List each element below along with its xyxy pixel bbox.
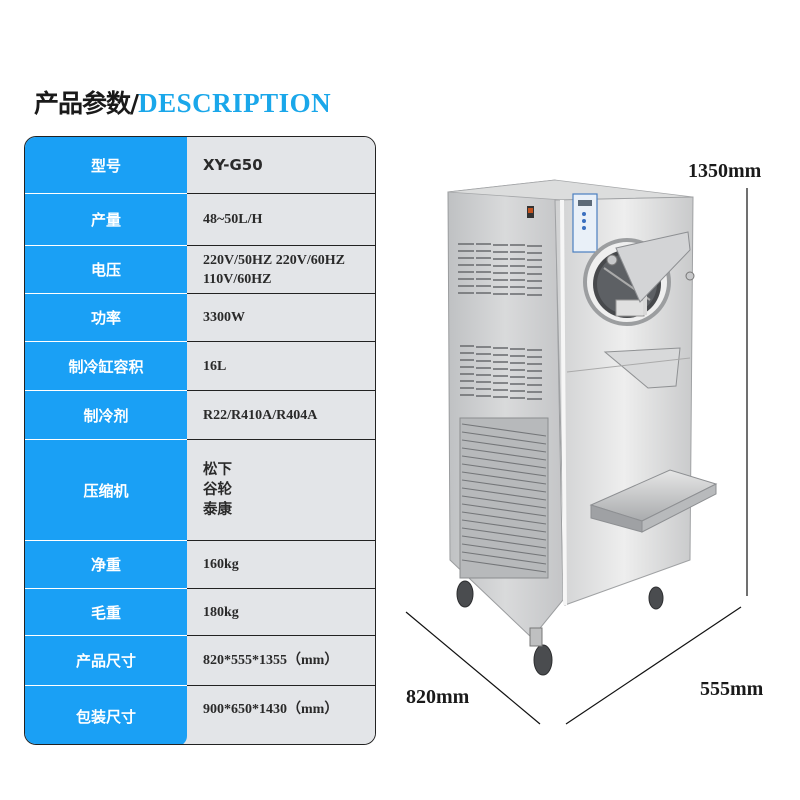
spec-row-net-weight: 净重 160kg xyxy=(25,540,375,588)
spec-value-line: 180kg xyxy=(203,604,239,620)
spec-value-line: 220V/50HZ 220V/60HZ xyxy=(203,252,345,268)
spec-row-cylinder-volume: 制冷缸容积 16L xyxy=(25,341,375,390)
spec-value: 16L xyxy=(187,341,375,390)
spec-label: 型号 xyxy=(25,137,187,193)
dimension-depth: 555mm xyxy=(700,678,764,700)
spec-value-line: 16L xyxy=(203,358,227,374)
spec-label: 产品尺寸 xyxy=(25,635,187,685)
spec-label: 产量 xyxy=(25,193,187,245)
page-title: 产品参数/ DESCRIPTION xyxy=(34,84,331,124)
depth-dimension-line xyxy=(565,606,742,725)
spec-value-line: XY-G50 xyxy=(203,155,263,174)
spec-value: 160kg xyxy=(187,540,375,588)
spec-value: 松下 谷轮 泰康 xyxy=(187,439,375,540)
spec-label: 制冷剂 xyxy=(25,390,187,439)
spec-label: 制冷缸容积 xyxy=(25,341,187,390)
spec-value-line: 3300W xyxy=(203,310,245,325)
control-panel-display xyxy=(572,193,598,253)
spec-row-output: 产量 48~50L/H xyxy=(25,193,375,245)
page-title-cn: 产品参数/ xyxy=(34,89,139,118)
freezing-cylinder-door xyxy=(583,231,695,326)
drip-tray xyxy=(589,469,718,533)
spec-row-compressor: 压缩机 松下 谷轮 泰康 xyxy=(25,439,375,540)
spec-label: 功率 xyxy=(25,293,187,341)
spec-value: XY-G50 xyxy=(187,137,375,193)
spec-value: 48~50L/H xyxy=(187,193,375,245)
spec-value-line: 900*650*1430（mm） xyxy=(203,702,339,717)
power-switch-icon xyxy=(527,206,534,218)
spec-value: 900*650*1430（mm） xyxy=(187,685,375,744)
spec-table: 型号 XY-G50 产量 48~50L/H 电压 220V/50HZ 220V/… xyxy=(24,136,376,745)
spec-value: 820*555*1355（mm） xyxy=(187,635,375,685)
spec-value: 180kg xyxy=(187,588,375,635)
spec-row-model: 型号 XY-G50 xyxy=(25,137,375,193)
dimension-height: 1350mm xyxy=(688,160,762,182)
spec-row-product-size: 产品尺寸 820*555*1355（mm） xyxy=(25,635,375,685)
spec-label: 压缩机 xyxy=(25,439,187,540)
spec-row-refrigerant: 制冷剂 R22/R410A/R404A xyxy=(25,390,375,439)
spec-label: 毛重 xyxy=(25,588,187,635)
spec-row-power: 功率 3300W xyxy=(25,293,375,341)
caster-wheels xyxy=(456,580,664,676)
spec-value: 3300W xyxy=(187,293,375,341)
machine-front-panel xyxy=(554,193,718,606)
spec-value-line: 48~50L/H xyxy=(203,212,263,227)
spec-value: 220V/50HZ 220V/60HZ 110V/60HZ xyxy=(187,245,375,293)
spec-value-line: 820*555*1355（mm） xyxy=(203,653,339,668)
spec-label: 净重 xyxy=(25,540,187,588)
spec-value: R22/R410A/R404A xyxy=(187,390,375,439)
spec-value-line: 160kg xyxy=(203,557,239,572)
spec-value-line: 松下 xyxy=(203,462,232,478)
spec-row-voltage: 电压 220V/50HZ 220V/60HZ 110V/60HZ xyxy=(25,245,375,293)
page-title-en: DESCRIPTION xyxy=(138,88,332,118)
spec-label: 包装尺寸 xyxy=(25,685,187,744)
spec-value-line: 谷轮 xyxy=(203,482,232,498)
spec-value-line: 泰康 xyxy=(203,502,232,518)
dimension-width: 820mm xyxy=(406,686,470,708)
machine-side-panel xyxy=(447,179,694,639)
spec-value-line: 110V/60HZ xyxy=(203,271,272,287)
spec-value-line: R22/R410A/R404A xyxy=(203,407,318,423)
spec-label: 电压 xyxy=(25,245,187,293)
spec-row-package-size: 包装尺寸 900*650*1430（mm） xyxy=(25,685,375,744)
spec-row-gross-weight: 毛重 180kg xyxy=(25,588,375,635)
